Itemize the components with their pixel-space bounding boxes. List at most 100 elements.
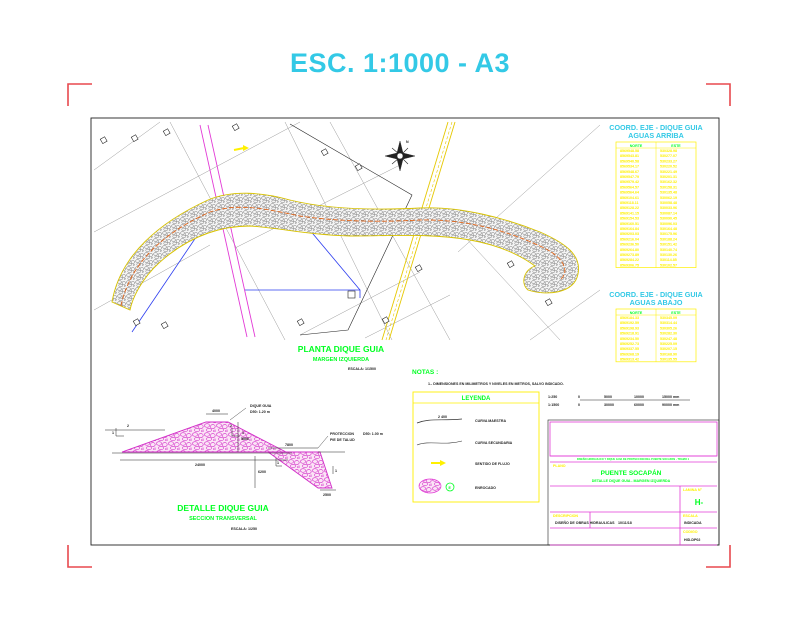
coords-header: NORTE <box>630 144 643 148</box>
title-block-label: CODIGO <box>683 530 698 534</box>
coords-cell: 530175.96 <box>660 232 677 236</box>
north-label: N <box>406 140 409 144</box>
coords-cell: 530314.44 <box>660 321 677 325</box>
plan-title: PLANTA DIQUE GUIA <box>298 344 384 354</box>
legend-item-label: SENTIDO DE FLUJO <box>475 462 510 466</box>
title-block-strip: DISEÑO HIDRAULICO Y DIQUE GUIA DE PROTEC… <box>577 456 690 461</box>
coords-cell: 530135.48 <box>660 191 677 195</box>
legend-contour-sample: 2 400 <box>438 415 447 419</box>
coords-cell: 8569273.89 <box>620 253 639 257</box>
scale-value: 90000 mm <box>662 403 679 407</box>
coords-cell: 530087.14 <box>660 211 677 215</box>
plan-view: N PLANTA DIQUE GUIA MARGEN IZQUIERDA ESC… <box>93 121 601 371</box>
slope-label: 1 <box>242 431 244 435</box>
coords-cell: 8569192.59 <box>620 321 639 325</box>
coords-cell: 8569234.50 <box>620 337 639 341</box>
coords-cell: 530282.30 <box>660 332 677 336</box>
scale-value: 10000 <box>634 395 644 399</box>
scale-value: 0 <box>578 403 580 407</box>
coords-cell: 8569284.22 <box>620 258 639 262</box>
coords-cell: 530201.31 <box>660 175 677 179</box>
description-value: DISEÑO DE OBRAS HIDRAULICAS <box>555 520 615 525</box>
dike-note: D50: 1.20 m <box>250 410 270 414</box>
coords-cell: 8569184.33 <box>620 316 639 320</box>
coords-cell: 8569164.84 <box>620 227 639 231</box>
coords-cell: 8569160.51 <box>620 222 639 226</box>
crop-marks <box>67 83 731 568</box>
plan-subtitle: MARGEN IZQUIERDA <box>313 357 369 363</box>
code-value: HID-DP02 <box>684 538 700 542</box>
guide-dike-plan <box>111 192 580 311</box>
flow-arrow <box>233 145 249 151</box>
coords-cell: 530090.45 <box>660 217 677 221</box>
coords-cell: 530277.07 <box>660 154 677 158</box>
coords-cell: 8569104.61 <box>620 196 639 200</box>
svg-text:E: E <box>449 486 452 490</box>
coords-cell: 530130.26 <box>660 253 677 257</box>
drawing-border <box>90 117 720 546</box>
coords-cell: 8569543.81 <box>620 154 639 158</box>
project-subtitle: DETALLE DIQUE GUIA - MARGEN IZQUIERDA <box>592 479 671 483</box>
coords-cell: 8569252.73 <box>620 342 639 346</box>
coords-cell: 8569218.91 <box>620 332 639 336</box>
coords-header: ESTE <box>671 144 681 148</box>
north-arrow-icon: N <box>384 140 416 172</box>
coords-cell: 530058.48 <box>660 201 677 205</box>
coords-cell: 8569216.04 <box>620 237 639 241</box>
scale-value: 30000 <box>604 403 614 407</box>
coords-cell: 530233.27 <box>660 159 677 163</box>
section-title: DETALLE DIQUE GUIA <box>177 503 268 513</box>
coords-cell: 8569313.42 <box>620 358 639 362</box>
coords-cell: 530247.48 <box>660 337 677 341</box>
coords-cell: 530168.90 <box>660 352 677 356</box>
coords-cell: 8569547.79 <box>620 175 639 179</box>
sheet-scale-title: ESC. 1:1000 - A3 <box>289 48 511 78</box>
slope-label: 2 <box>230 424 232 428</box>
coords-cell: 8569306.75 <box>620 263 639 267</box>
toe-note: PROTECCION <box>330 432 354 436</box>
notes: NOTAS : 1.- DIMENSIONES EN MILIMETROS Y … <box>412 369 564 386</box>
scale-value: 0 <box>578 395 580 399</box>
dike-section <box>121 421 287 453</box>
coords-cell: 530164.48 <box>660 227 677 231</box>
title-block-label: PLANO <box>553 464 566 468</box>
legend-item-label: CURVA SECUNDARIA <box>475 441 513 445</box>
coords-header: ESTE <box>671 311 681 315</box>
title-block: DISEÑO HIDRAULICO Y DIQUE GUIA DE PROTEC… <box>547 419 720 546</box>
coords-cell: 8569118.11 <box>620 201 639 205</box>
notes-line: 1.- DIMENSIONES EN MILIMETROS Y NIVELES … <box>428 382 564 386</box>
coords-cell: 530102.57 <box>660 263 677 267</box>
scale-value: INDICADA <box>684 521 702 525</box>
section-subtitle: SECCION TRANSVERSAL <box>189 516 257 522</box>
riprap-sample: E <box>418 478 455 494</box>
scale-value: 15000 mm <box>662 395 679 399</box>
coords-cell: 530221.49 <box>660 170 677 174</box>
dim-toe-bottom: 2500 <box>323 493 331 497</box>
toe-note: PIE DE TALUD <box>330 438 355 442</box>
coords-cell: 530135.55 <box>660 358 677 362</box>
coords-cell: 8569579.42 <box>620 180 639 184</box>
coords-cell: 530345.09 <box>660 316 677 320</box>
coords-cell: 530188.24 <box>660 237 677 241</box>
sheet-number: H- <box>695 498 704 507</box>
coords-title-line: COORD. EJE - DIQUE GUIA <box>609 290 702 299</box>
scale-value: 60000 <box>634 403 644 407</box>
coords-cell: 8569154.53 <box>620 217 639 221</box>
coords-cell: 530207.15 <box>660 347 677 351</box>
dike-note: DIQUE GUIA <box>250 404 272 408</box>
toe-note: D50: 1.00 m <box>363 432 383 436</box>
coords-title-line: AGUAS ABAJO <box>630 298 683 307</box>
notes-heading: NOTAS : <box>412 369 438 376</box>
coords-cell: 530162.32 <box>660 180 677 184</box>
date-value: 10/11/18 <box>618 521 632 525</box>
coords-cell: 8569564.57 <box>620 185 639 189</box>
coords-cell: 8569236.50 <box>620 243 639 247</box>
project-name: PUENTE SOCAPÁN <box>601 468 662 477</box>
coords-cell: 8569198.93 <box>620 326 639 330</box>
coords-cell: 8569264.80 <box>620 248 639 252</box>
dim-height: 5000 <box>241 437 249 441</box>
slope-label: 1 <box>112 431 114 435</box>
